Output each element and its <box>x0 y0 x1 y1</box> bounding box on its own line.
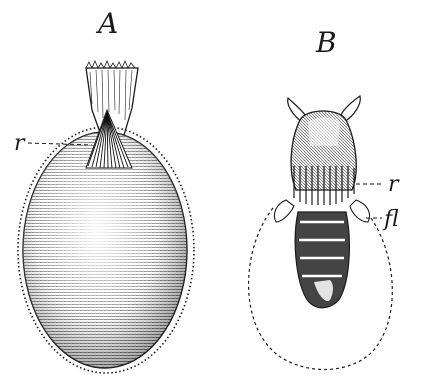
panel-a-callout-r-label: r <box>14 131 26 156</box>
panel-b-callout-fl: fl <box>366 207 399 232</box>
panel-b: B <box>249 26 400 369</box>
panel-b-abdomen <box>295 212 349 308</box>
panel-a-label: A <box>95 7 118 40</box>
panel-b-callout-r-label: r <box>388 172 400 197</box>
panel-b-callout-r: r <box>356 172 400 197</box>
panel-b-callout-fl-label: fl <box>382 207 399 232</box>
panel-a: A <box>14 7 194 373</box>
panel-b-label: B <box>315 26 337 59</box>
